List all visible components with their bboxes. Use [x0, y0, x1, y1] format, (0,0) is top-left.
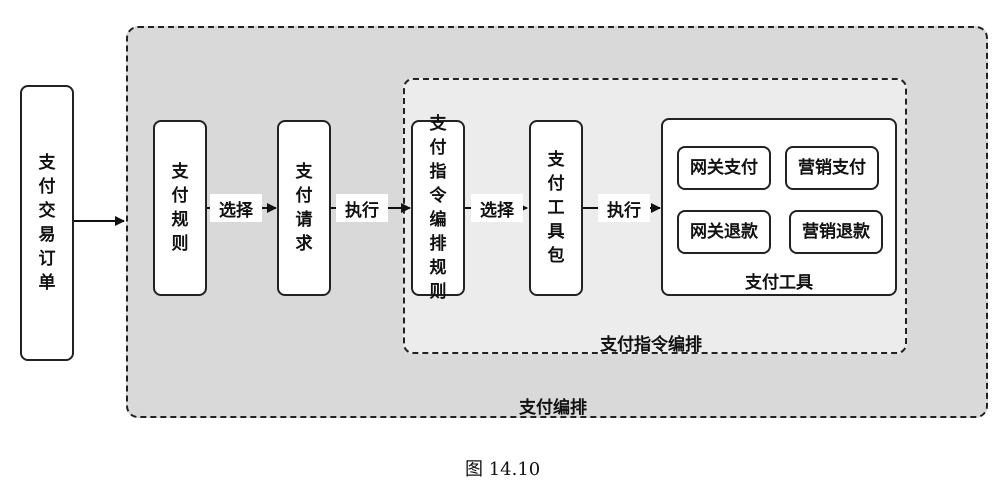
tool-marketing-pay: 营销支付 — [785, 146, 879, 190]
payment-rule-box: 支付规则 — [153, 120, 207, 296]
inner-group-title: 支付指令编排 — [600, 335, 702, 355]
edge-label-execute-1: 执行 — [336, 194, 388, 222]
edge-label-select-1: 选择 — [210, 194, 262, 222]
tool-gateway-pay-label: 网关支付 — [690, 158, 758, 178]
payment-toolkit-label: 支付工具包 — [547, 150, 565, 266]
tool-gateway-refund-label: 网关退款 — [690, 222, 758, 242]
payment-order-box: 支付交易订单 — [20, 85, 74, 361]
tool-marketing-refund-label: 营销退款 — [802, 222, 870, 242]
payment-order-label: 支付交易订单 — [38, 153, 56, 293]
payment-toolkit-box: 支付工具包 — [529, 120, 583, 296]
payment-rule-label: 支付规则 — [171, 162, 189, 254]
instruction-rule-label: 支付指令编排规则 — [429, 114, 447, 302]
outer-group-title: 支付编排 — [519, 398, 587, 418]
tool-marketing-refund: 营销退款 — [789, 210, 883, 254]
payment-tools-title: 支付工具 — [745, 273, 813, 293]
tool-gateway-pay: 网关支付 — [677, 146, 771, 190]
figure-caption: 图 14.10 — [465, 459, 541, 480]
edge-label-execute-2: 执行 — [598, 194, 650, 222]
tool-gateway-refund: 网关退款 — [677, 210, 771, 254]
instruction-rule-box: 支付指令编排规则 — [411, 114, 465, 302]
payment-request-box: 支付请求 — [277, 120, 331, 296]
edge-label-select-2: 选择 — [471, 194, 523, 222]
payment-request-label: 支付请求 — [295, 162, 313, 254]
tool-marketing-pay-label: 营销支付 — [798, 158, 866, 178]
